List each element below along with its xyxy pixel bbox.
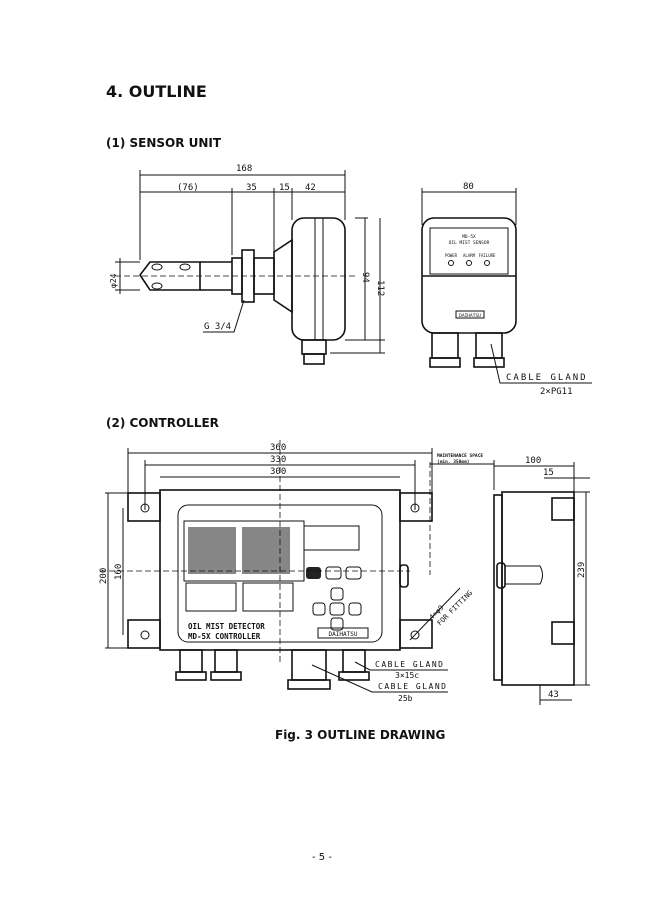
- dim-360: 360: [270, 443, 286, 453]
- thread-label: G 3/4: [204, 322, 231, 332]
- sensor-unit-heading: (1) SENSOR UNIT: [106, 136, 222, 150]
- dim-330: 330: [270, 455, 286, 465]
- dim-76: (76): [177, 183, 199, 193]
- controller-name-label: OIL MIST DETECTOR: [188, 622, 265, 631]
- dim-43: 43: [548, 690, 559, 700]
- dim-239: 239: [577, 562, 587, 578]
- led-power-icon: [448, 260, 454, 266]
- dim-112: 112: [375, 280, 385, 296]
- sensor-cable-gland-spec: 2×PG11: [540, 387, 573, 397]
- dim-168: 168: [236, 164, 252, 174]
- controller-brand-logo: DAIHATSU: [329, 631, 358, 638]
- gland-a-spec: 3×15c: [395, 671, 419, 680]
- sensor-name-label: OIL MIST SENSOR: [449, 240, 490, 246]
- dim-15: 15: [279, 183, 290, 193]
- dim-200: 200: [99, 568, 109, 584]
- led-alarm-icon: [466, 260, 472, 266]
- gland-b-label: CABLE GLAND: [378, 682, 447, 691]
- figure-caption: Fig. 3 OUTLINE DRAWING: [275, 728, 446, 742]
- sensor-front-view: 80 MD-5X OIL MIST SENSOR POWER ALARM FAI…: [421, 182, 592, 397]
- led-failure-label: FAILURE: [479, 253, 496, 258]
- led-failure-icon: [484, 260, 490, 266]
- controller-side-view: 100 15 239 43: [493, 456, 590, 705]
- dim-35: 35: [246, 183, 257, 193]
- dim-100: 100: [525, 456, 541, 466]
- gland-a-label: CABLE GLAND: [375, 660, 444, 669]
- dim-80: 80: [463, 182, 474, 192]
- controller-heading: (2) CONTROLLER: [106, 416, 219, 430]
- dim-15-side: 15: [543, 468, 554, 478]
- sensor-brand-logo: DAIHATSU: [459, 313, 481, 319]
- maintenance-space-min: (min. 350mm): [437, 459, 470, 465]
- controller-front-view: 360 330 300 OIL MIST DETECTOR MD-5X CONT…: [99, 440, 494, 703]
- gland-b-spec: 25b: [398, 694, 413, 703]
- dim-diameter: φ24: [109, 273, 118, 288]
- dim-160: 160: [114, 564, 124, 580]
- dim-94: 94: [360, 272, 370, 283]
- maintenance-space-label: MAINTENANCE SPACE: [437, 453, 483, 459]
- sensor-side-view: 168 (76) 35 15 42 φ24 G 3/4 94 112: [109, 164, 385, 365]
- dim-42: 42: [305, 183, 316, 193]
- led-alarm-label: ALARM: [463, 253, 476, 258]
- sensor-cable-gland-label: CABLE GLAND: [506, 373, 588, 383]
- led-power-label: POWER: [445, 253, 458, 258]
- dim-300: 300: [270, 467, 286, 477]
- sensor-model-label: MD-5X: [462, 234, 476, 240]
- controller-model-label: MD-5X CONTROLLER: [188, 632, 261, 641]
- page-number: - 5 -: [312, 852, 332, 863]
- section-title: 4. OUTLINE: [106, 82, 207, 101]
